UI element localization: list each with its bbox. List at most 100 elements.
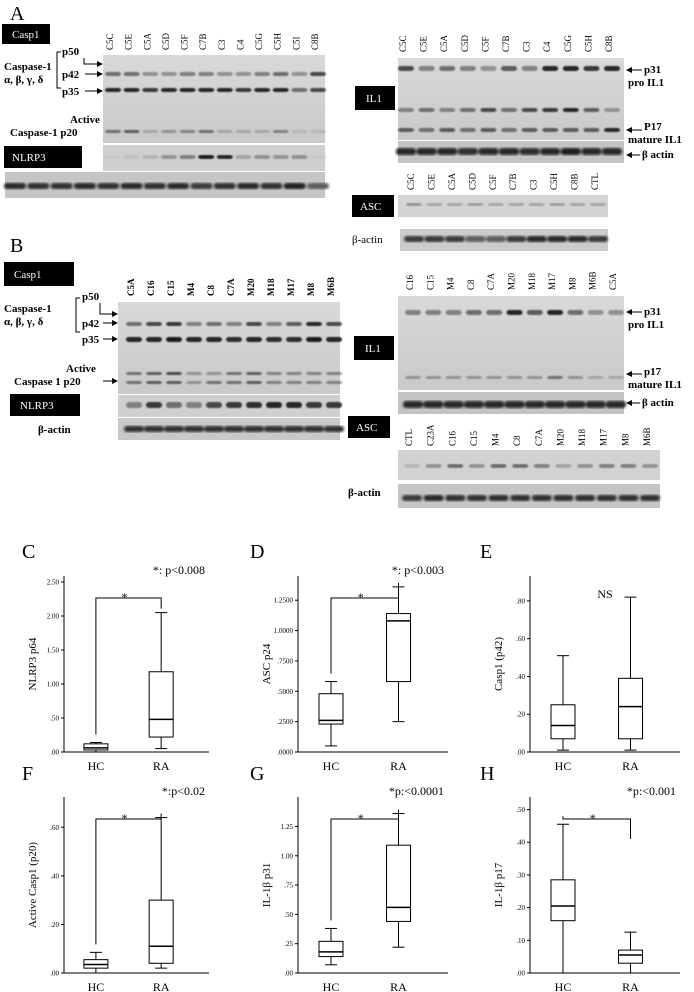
blot-band xyxy=(204,426,224,432)
blot-band xyxy=(186,402,202,408)
lane-label: C5H xyxy=(273,32,283,50)
lane-label: C8 xyxy=(466,279,476,290)
blot-band xyxy=(105,72,121,76)
blot-band xyxy=(499,148,519,155)
lane-label: M6B xyxy=(326,277,336,296)
blot-band xyxy=(160,155,177,159)
y-tick-label: 2.50 xyxy=(47,579,60,587)
blot-band xyxy=(186,381,202,384)
blot-band xyxy=(459,108,476,112)
lane-label: M17 xyxy=(286,278,296,296)
pro-il1-label-a: pro IL1 xyxy=(628,77,664,89)
caspase-isoforms-a: α, β, γ, δ xyxy=(4,74,44,86)
p-value-annotation: *p:<0.0001 xyxy=(389,784,444,798)
blot-band xyxy=(272,155,289,159)
blot-band xyxy=(146,402,162,408)
blot-asc-b xyxy=(398,450,660,480)
blot-band xyxy=(565,401,586,408)
panel-a: A Casp1 Caspase-1 α, β, γ, δ p50 p42 p35… xyxy=(2,3,682,251)
blot-band xyxy=(286,372,302,375)
ns-annotation: NS xyxy=(597,587,612,601)
blot-band xyxy=(254,155,271,159)
lane-label: M20 xyxy=(555,428,565,446)
blot-band xyxy=(184,426,204,432)
lane-label: C5G xyxy=(254,32,264,50)
blot-band xyxy=(235,155,252,159)
blot-band xyxy=(620,464,637,468)
blot-band xyxy=(235,72,252,76)
blot-band xyxy=(166,372,182,375)
p17-label-a: P17 xyxy=(644,121,662,133)
blot-band xyxy=(216,88,233,92)
blot-band xyxy=(553,495,574,501)
blot-band xyxy=(226,372,242,375)
blot-band xyxy=(416,148,437,155)
blot-band xyxy=(446,203,463,206)
lane-label: C8 xyxy=(206,285,216,296)
blot-band xyxy=(146,337,162,342)
lane-label: C7A xyxy=(534,428,544,446)
significance-bracket xyxy=(330,809,399,921)
lane-label: C8 xyxy=(512,435,522,446)
blot-band xyxy=(306,381,322,384)
blot-band xyxy=(508,203,525,206)
y-tick-label: .80 xyxy=(516,597,525,605)
lane-label: M4 xyxy=(446,277,456,290)
blot-band xyxy=(120,183,143,189)
blot-band xyxy=(206,337,222,342)
y-tick-label: .60 xyxy=(50,824,59,832)
blot-band xyxy=(585,401,606,408)
blot-band xyxy=(504,401,525,408)
blot-band xyxy=(254,72,271,76)
blot-band xyxy=(542,108,559,112)
blot-band xyxy=(166,337,182,342)
blot-band xyxy=(521,108,538,112)
blot-band xyxy=(291,72,308,76)
blot-band xyxy=(486,376,503,379)
lane-label: M17 xyxy=(599,428,609,446)
blot-band xyxy=(254,130,271,133)
p42-label-b: p42 xyxy=(82,318,100,330)
blot-band xyxy=(284,426,304,432)
blot-band xyxy=(569,203,586,206)
blot-band xyxy=(264,426,284,432)
blot-band xyxy=(286,381,302,384)
lane-label: C5H xyxy=(583,34,593,52)
blot-band xyxy=(142,88,159,92)
blot-band xyxy=(524,401,545,408)
y-tick-label: .00 xyxy=(516,749,525,757)
lane-label: C8B xyxy=(604,35,614,52)
blot-band xyxy=(424,236,445,242)
y-tick-label: .00 xyxy=(284,970,293,978)
blot-band xyxy=(418,128,435,132)
blot-band xyxy=(467,203,484,206)
significance-star: * xyxy=(122,811,128,825)
y-tick-label: 1.25 xyxy=(281,823,294,831)
blot-band xyxy=(506,236,527,242)
blot-band xyxy=(443,401,464,408)
blot-band xyxy=(226,381,242,384)
category-label: HC xyxy=(323,980,340,992)
blot-band xyxy=(160,88,177,92)
y-axis-label: ASC p24 xyxy=(261,643,273,684)
il1-tag-bg xyxy=(355,86,395,110)
blot-band xyxy=(179,88,196,92)
blot-band xyxy=(306,322,322,326)
p35-label-b: p35 xyxy=(82,334,100,346)
blot-band xyxy=(266,381,282,384)
panel-letter-b: B xyxy=(10,235,23,257)
box-iqr xyxy=(550,879,576,922)
blot-band xyxy=(549,203,566,206)
blot-band xyxy=(306,337,322,342)
significance-star: * xyxy=(122,590,128,604)
blot-band xyxy=(146,322,162,326)
blot-band xyxy=(583,108,600,112)
blot-band xyxy=(604,108,620,112)
blot-band xyxy=(567,310,584,315)
box-iqr xyxy=(618,949,643,964)
blot-band xyxy=(216,155,233,159)
blot-band xyxy=(577,464,594,468)
y-tick-label: .2500 xyxy=(277,718,293,726)
blot-band xyxy=(404,464,420,468)
